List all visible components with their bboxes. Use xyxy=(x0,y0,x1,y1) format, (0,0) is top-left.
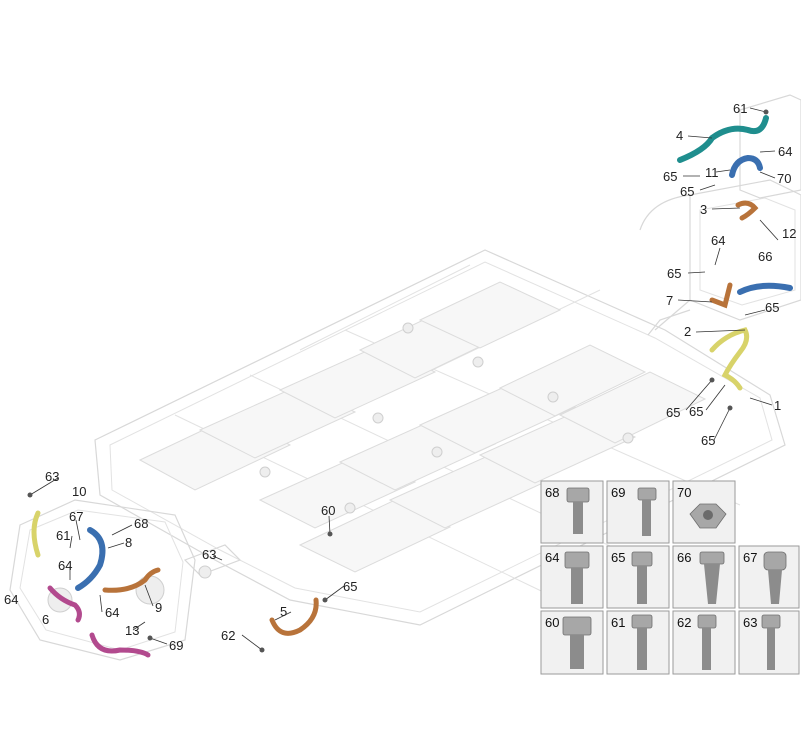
callout-64: 64 xyxy=(711,233,725,248)
callout-65: 65 xyxy=(689,404,703,419)
callout-61: 61 xyxy=(56,528,70,543)
cable-5-copper xyxy=(269,597,319,636)
cable-13-magenta xyxy=(89,632,151,658)
cable-2-yellow xyxy=(709,327,750,391)
svg-text:60: 60 xyxy=(545,615,559,630)
callout-1: 1 xyxy=(774,398,781,413)
callout-64: 64 xyxy=(4,592,18,607)
callout-65: 65 xyxy=(343,579,357,594)
svg-text:69: 69 xyxy=(611,485,625,500)
svg-text:63: 63 xyxy=(743,615,757,630)
svg-text:70: 70 xyxy=(677,485,691,500)
callout-65: 65 xyxy=(667,266,681,281)
callout-64: 64 xyxy=(105,605,119,620)
callout-65: 65 xyxy=(666,405,680,420)
callout-69: 69 xyxy=(169,638,183,653)
callout-12: 12 xyxy=(782,226,796,241)
cable-9-copper xyxy=(102,567,161,593)
callout-68: 68 xyxy=(134,516,148,531)
cables xyxy=(31,115,793,658)
callout-64: 64 xyxy=(778,144,792,159)
callout-11: 11 xyxy=(705,165,719,180)
callout-62: 62 xyxy=(221,628,235,643)
legend-nut-70: 70 xyxy=(672,480,736,544)
callout-65: 65 xyxy=(701,433,715,448)
callout-10: 10 xyxy=(72,484,86,499)
battery-tray xyxy=(94,249,786,626)
cable-12-blue xyxy=(737,282,793,295)
svg-text:65: 65 xyxy=(611,550,625,565)
fastener-legend: 68 69 70 64 65 xyxy=(540,480,800,675)
legend-bolt-68: 68 xyxy=(540,480,604,544)
leader-lines xyxy=(29,107,779,651)
callout-8: 8 xyxy=(125,535,132,550)
callout-65: 65 xyxy=(663,169,677,184)
cable-4-teal xyxy=(677,115,769,163)
legend-bolt-62: 62 xyxy=(672,610,736,675)
callout-5: 5 xyxy=(280,604,287,619)
cable-70-blue xyxy=(729,154,763,178)
callout-66: 66 xyxy=(758,249,772,264)
callout-65: 65 xyxy=(765,300,779,315)
legend-bolt-66: 66 xyxy=(672,545,736,609)
svg-text:66: 66 xyxy=(677,550,691,565)
callout-64: 64 xyxy=(58,558,72,573)
callout-65: 65 xyxy=(680,184,694,199)
legend-bolt-63: 63 xyxy=(738,610,800,675)
cable-3-copper xyxy=(735,200,759,221)
svg-text:62: 62 xyxy=(677,615,691,630)
legend-bolt-60: 60 xyxy=(540,610,604,675)
callout-70: 70 xyxy=(777,171,791,186)
svg-text:64: 64 xyxy=(545,550,559,565)
legend-bolt-67: 67 xyxy=(738,545,800,609)
callout-9: 9 xyxy=(155,600,162,615)
upper-right-module xyxy=(639,94,801,336)
cable-8-blue xyxy=(75,527,106,591)
callout-13: 13 xyxy=(125,623,139,638)
diagram-fasteners xyxy=(27,109,769,653)
legend-bolt-69: 69 xyxy=(606,480,670,544)
callout-6: 6 xyxy=(42,612,49,627)
cable-10-yellow xyxy=(31,510,41,558)
legend-bolt-61: 61 xyxy=(606,610,670,675)
legend-bolt-64: 64 xyxy=(540,545,604,609)
cable-7-copper xyxy=(709,282,733,309)
callout-60: 60 xyxy=(321,503,335,518)
callout-7: 7 xyxy=(666,293,673,308)
callout-4: 4 xyxy=(676,128,683,143)
cable-6-magenta xyxy=(47,585,82,623)
callout-labels: 61 4 64 65 11 70 65 3 64 12 66 65 7 65 2… xyxy=(4,101,796,653)
svg-text:61: 61 xyxy=(611,615,625,630)
callout-63: 63 xyxy=(45,469,59,484)
callout-67: 67 xyxy=(69,509,83,524)
callout-2: 2 xyxy=(684,324,691,339)
callout-3: 3 xyxy=(700,202,707,217)
legend-bolt-65: 65 xyxy=(606,545,670,609)
svg-text:67: 67 xyxy=(743,550,757,565)
callout-63: 63 xyxy=(202,547,216,562)
svg-text:68: 68 xyxy=(545,485,559,500)
callout-61: 61 xyxy=(733,101,747,116)
